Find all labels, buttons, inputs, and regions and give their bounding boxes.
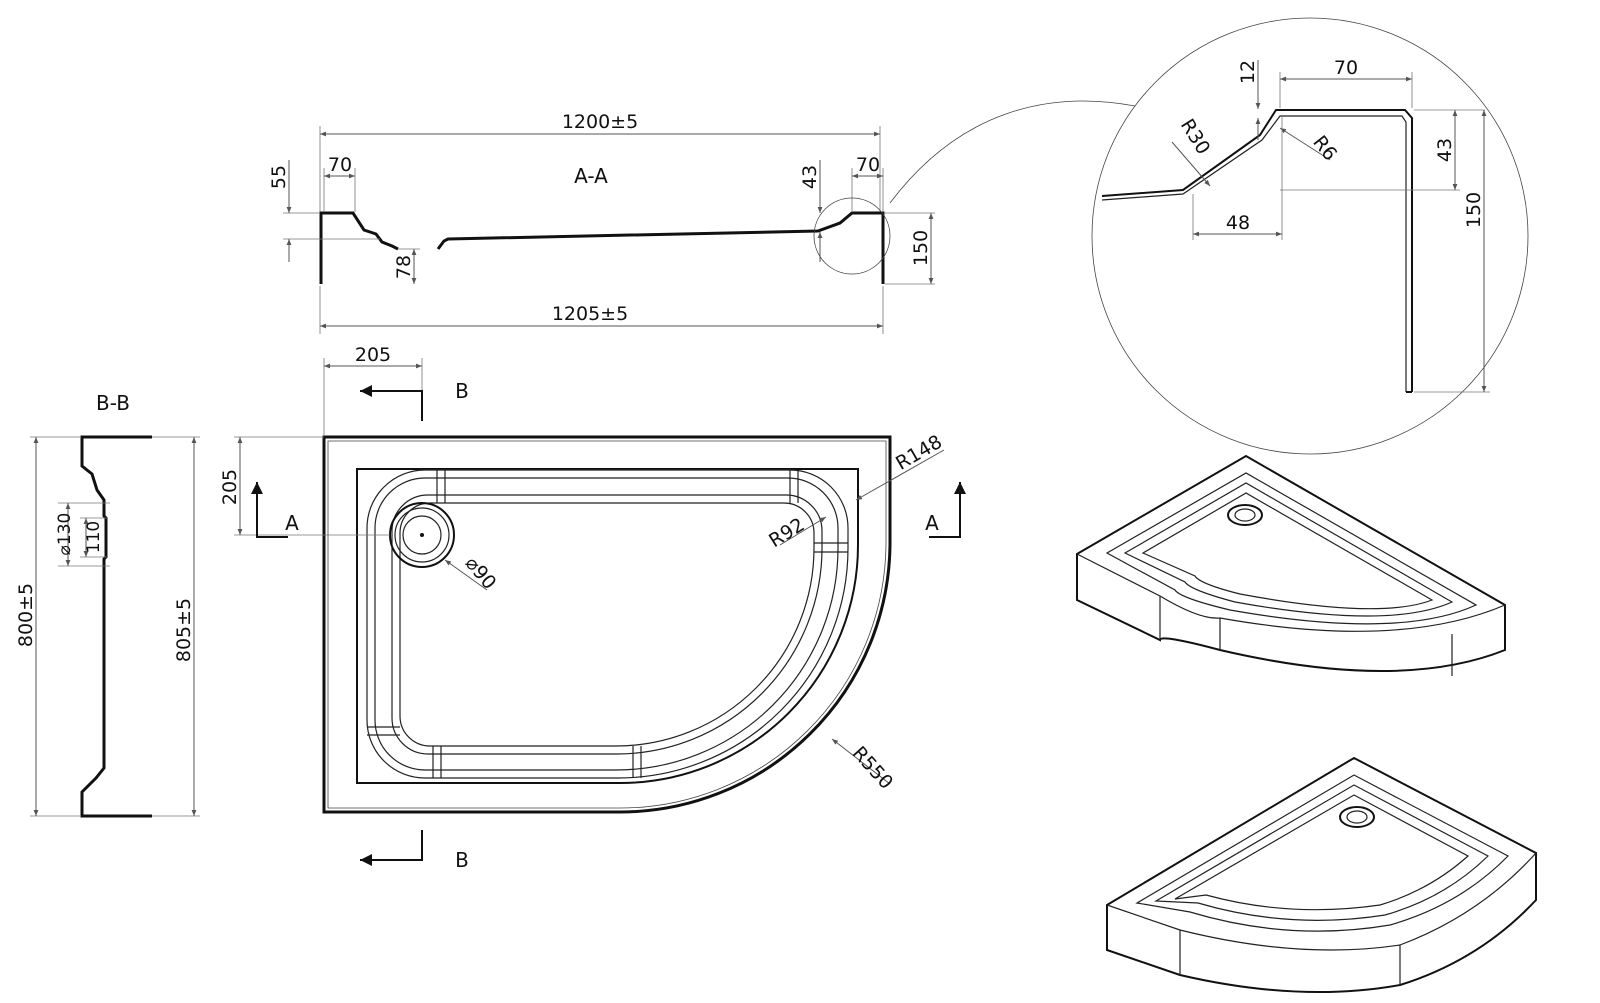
dim-detail-rim-width-label: 70 — [1334, 57, 1358, 79]
detail-leader-curve — [889, 100, 1136, 204]
section-marker-a-right — [929, 482, 966, 538]
plan-view: 205 205 B B A A R148 R92 ⌀90 R550 — [219, 344, 966, 872]
section-marker-a-right-label: A — [925, 511, 939, 535]
iso1-drain-inner — [1234, 508, 1256, 522]
iso1-drain — [1227, 504, 1263, 526]
dim-left-rim-width-label: 70 — [328, 154, 352, 176]
dim-overall-bottom-label: 1205±5 — [552, 303, 628, 325]
iso1-basin-floor — [1141, 492, 1434, 610]
profile-left — [319, 211, 399, 284]
section-bb-profile — [80, 435, 152, 818]
dim-bb-outer-diameter-label: ⌀130 — [55, 513, 75, 556]
iso2-top-front-edge — [1106, 852, 1537, 951]
dim-plan-r148-label: R148 — [892, 431, 946, 475]
section-marker-b-top-label: B — [455, 379, 469, 403]
dim-right-rim-width-label: 70 — [856, 154, 880, 176]
plan-basin-edge-1 — [366, 469, 849, 779]
isometric-view-top — [1076, 454, 1506, 676]
plan-rim-inner — [356, 468, 859, 784]
dim-bb-inner-size-label: 110 — [84, 521, 104, 553]
iso2-basin-edge — [1153, 784, 1490, 921]
iso1-rim-inner — [1105, 472, 1478, 625]
section-aa: A-A 1200±5 70 55 78 70 43 150 — [268, 100, 1136, 334]
iso1-basin-edge — [1123, 482, 1454, 617]
iso1-body — [1076, 454, 1506, 672]
dim-plan-offset-y-label: 205 — [219, 469, 241, 505]
dim-detail-r30-leader — [1171, 141, 1211, 187]
dim-plan-r92-leader — [779, 516, 827, 546]
iso2-drain — [1339, 806, 1375, 828]
iso1-top-front-edge — [1076, 553, 1506, 632]
section-marker-b-bottom — [360, 830, 423, 866]
dim-detail-r6-leader — [1279, 127, 1331, 161]
dim-detail-rim-depth-label: 43 — [1434, 138, 1456, 162]
plan-outer-outline — [322, 435, 892, 814]
dim-plan-r550-leader — [831, 738, 891, 785]
plan-basin-edge-3 — [391, 494, 823, 755]
section-bb: B-B ⌀130 110 800±5 805±5 — [15, 391, 200, 818]
detail-circle — [1091, 17, 1529, 455]
dim-bb-overall-right-label: 805±5 — [173, 598, 195, 662]
detail-profile-outer — [1101, 109, 1413, 392]
dim-left-step-label: 78 — [393, 255, 415, 279]
drain-center — [420, 533, 424, 537]
section-marker-a-left-label: A — [285, 511, 299, 535]
dim-drain-leader — [444, 559, 488, 591]
dim-detail-total-height-label: 150 — [1463, 192, 1485, 228]
section-aa-title: A-A — [574, 164, 608, 188]
dim-drain-label: ⌀90 — [461, 552, 501, 593]
dim-detail-slope-width-label: 48 — [1226, 212, 1250, 234]
dim-plan-offset-x-label: 205 — [355, 344, 391, 366]
plan-basin-floor — [399, 502, 815, 747]
isometric-view-bottom — [1106, 756, 1537, 994]
dim-detail-top-thickness-label: 12 — [1237, 60, 1259, 84]
section-marker-a-left — [251, 482, 288, 538]
plan-outer-outline-inner — [327, 440, 887, 809]
iso2-basin-floor — [1174, 794, 1470, 911]
plan-basin-edge-2 — [374, 477, 839, 771]
dim-right-rim-depth-label: 43 — [799, 165, 821, 189]
profile-floor — [436, 211, 885, 284]
dim-detail-r6-label: R6 — [1308, 132, 1341, 165]
dim-plan-r92-label: R92 — [765, 514, 808, 552]
dim-left-rim-height-label: 55 — [268, 165, 290, 189]
dim-plan-r550-label: R550 — [848, 742, 897, 793]
iso2-rim-inner — [1135, 774, 1509, 932]
drain-ring — [394, 507, 450, 563]
iso2-body — [1106, 756, 1537, 994]
dim-overall-top-label: 1200±5 — [562, 111, 638, 133]
dim-plan-r148-leader — [855, 449, 945, 501]
dim-bb-overall-left-label: 800±5 — [15, 583, 37, 647]
iso2-drain-inner — [1346, 810, 1368, 824]
detail-callout-circle — [813, 197, 891, 275]
section-marker-b-top — [360, 385, 423, 421]
section-marker-b-bottom-label: B — [455, 848, 469, 872]
drain-inner — [402, 515, 442, 555]
detail-profile-inner — [1101, 115, 1407, 392]
dim-height-label: 150 — [910, 230, 932, 266]
dim-detail-r30-label: R30 — [1176, 115, 1214, 158]
detail-view: 70 12 R30 R6 43 150 48 — [1091, 17, 1529, 455]
section-bb-title: B-B — [96, 391, 130, 415]
